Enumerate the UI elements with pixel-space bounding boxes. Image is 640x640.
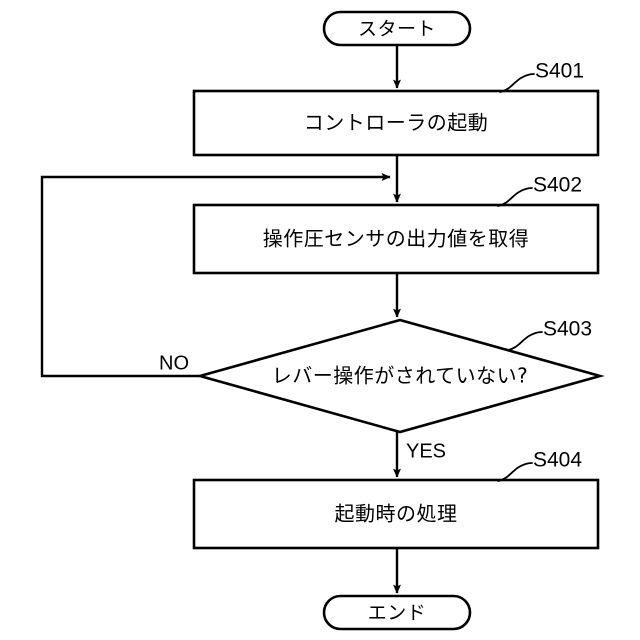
end-terminal-label: エンド	[368, 602, 427, 624]
node-s401: コントローラの起動 S401	[192, 60, 600, 157]
s404-step-tag: S404	[533, 449, 582, 472]
s401-box-label: コントローラの起動	[304, 111, 489, 135]
s403-step-tag: S403	[543, 318, 592, 341]
s403-diamond-label: レバー操作がされていない?	[272, 364, 529, 388]
start-terminal-label: スタート	[358, 18, 436, 40]
branch-label-yes: YES	[406, 440, 446, 462]
s404-leader-line	[497, 462, 533, 482]
node-s403: レバー操作がされていない? S403	[195, 318, 605, 434]
edge-s403-no-loopback	[40, 173, 391, 378]
branch-label-no: NO	[159, 352, 189, 374]
s403-leader-line	[507, 331, 543, 351]
s402-box-shape	[192, 203, 600, 275]
s404-box-shape	[192, 478, 600, 550]
s404-box-label: 起動時の処理	[335, 502, 458, 526]
s401-step-tag: S401	[535, 60, 584, 83]
node-start: スタート	[322, 10, 472, 47]
s402-step-tag: S402	[533, 174, 582, 197]
s402-box-label: 操作圧センサの出力値を取得	[263, 227, 530, 251]
start-terminal-shape	[322, 10, 472, 47]
node-s404: 起動時の処理 S404	[192, 449, 600, 550]
s402-leader-line	[497, 187, 533, 207]
s401-leader-line	[499, 73, 535, 93]
s401-box-shape	[192, 89, 600, 157]
node-end: エンド	[322, 594, 472, 631]
node-s402: 操作圧センサの出力値を取得 S402	[192, 174, 600, 275]
end-terminal-shape	[322, 594, 472, 631]
s403-diamond-shape	[195, 318, 605, 434]
